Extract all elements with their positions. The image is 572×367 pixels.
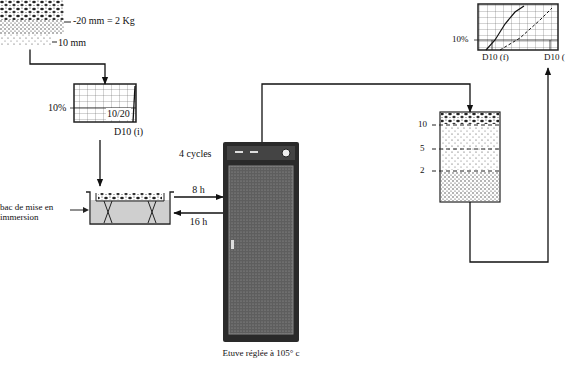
sieve-size: 2 xyxy=(420,165,425,175)
trestles xyxy=(104,201,156,223)
size-label: 10 mm xyxy=(58,37,86,49)
retained-coarse xyxy=(441,113,499,124)
flow-arrow xyxy=(30,50,105,85)
tray xyxy=(96,193,164,201)
drying-oven: Etuve réglée à 105° c xyxy=(223,142,299,342)
d10-label: D10 ( xyxy=(544,52,565,62)
final-chart: 10% D10 (f) D10 ( xyxy=(452,4,568,68)
grading-chart-drawing xyxy=(70,84,136,122)
sieve-size: 10 xyxy=(418,119,427,129)
d10-tick xyxy=(492,40,493,50)
grading-chart: 10% 10/20D10 (i) xyxy=(48,84,148,140)
immersion-tray-drawing xyxy=(70,192,174,224)
water xyxy=(91,200,169,223)
d10-label: D10 (f) xyxy=(482,52,509,62)
duration-label: 8 h xyxy=(191,184,206,196)
final-chart-drawing xyxy=(474,4,558,50)
flow-arrow xyxy=(99,140,100,186)
dial xyxy=(282,149,290,157)
cycle-count: 4 cycles xyxy=(178,148,213,160)
ten-percent-line xyxy=(474,40,558,41)
leader-line xyxy=(70,210,84,211)
medium-layer xyxy=(0,20,64,34)
oven-label: Etuve réglée à 105° c xyxy=(203,348,319,358)
sieve-line xyxy=(432,149,500,150)
mass-label: -20 mm = 2 Kg xyxy=(73,15,135,27)
percent-label: 10% xyxy=(452,34,469,44)
retained-fine xyxy=(441,172,499,201)
grading-curve xyxy=(486,6,524,50)
sieve-column-drawing xyxy=(432,112,500,202)
fine-layer xyxy=(0,34,52,46)
oven-drawing xyxy=(223,142,299,342)
tick xyxy=(64,22,71,23)
tick xyxy=(52,42,57,43)
flow-arrow xyxy=(174,196,223,197)
door-handle xyxy=(231,240,234,249)
flow-arrow xyxy=(174,212,223,213)
material-sample: -20 mm = 2 Kg 10 mm xyxy=(0,0,150,50)
coarse-layer xyxy=(0,0,64,20)
control-panel xyxy=(227,146,295,160)
grading-curve xyxy=(500,8,552,50)
indicator xyxy=(235,151,243,153)
tray-gravel xyxy=(98,193,162,200)
indicator xyxy=(250,151,258,153)
chart-grid xyxy=(478,4,558,50)
grading-curve xyxy=(133,86,135,122)
immersion-tray: bac de mise en immersion xyxy=(0,186,174,226)
oven-body xyxy=(223,142,299,342)
oven-door xyxy=(229,166,293,334)
tray-label: bac de mise en immersion xyxy=(0,202,68,223)
d10-label: D10 (i) xyxy=(114,126,143,138)
duration-label: 16 h xyxy=(189,216,209,228)
d10-tick xyxy=(550,40,551,50)
percent-label: 10% xyxy=(48,102,66,114)
basin xyxy=(86,192,174,224)
flow-arrow xyxy=(262,84,470,142)
chart-grid xyxy=(74,84,136,122)
sieve-line xyxy=(432,171,500,172)
sieve-size: 5 xyxy=(420,143,425,153)
sieve-column: 10 5 2 xyxy=(418,112,502,202)
flow-arrow xyxy=(470,68,548,262)
sieve-line xyxy=(432,125,500,126)
leader-arrowhead xyxy=(83,207,89,213)
retained-medium xyxy=(441,126,499,170)
fraction-label: 10/20 xyxy=(106,108,131,120)
